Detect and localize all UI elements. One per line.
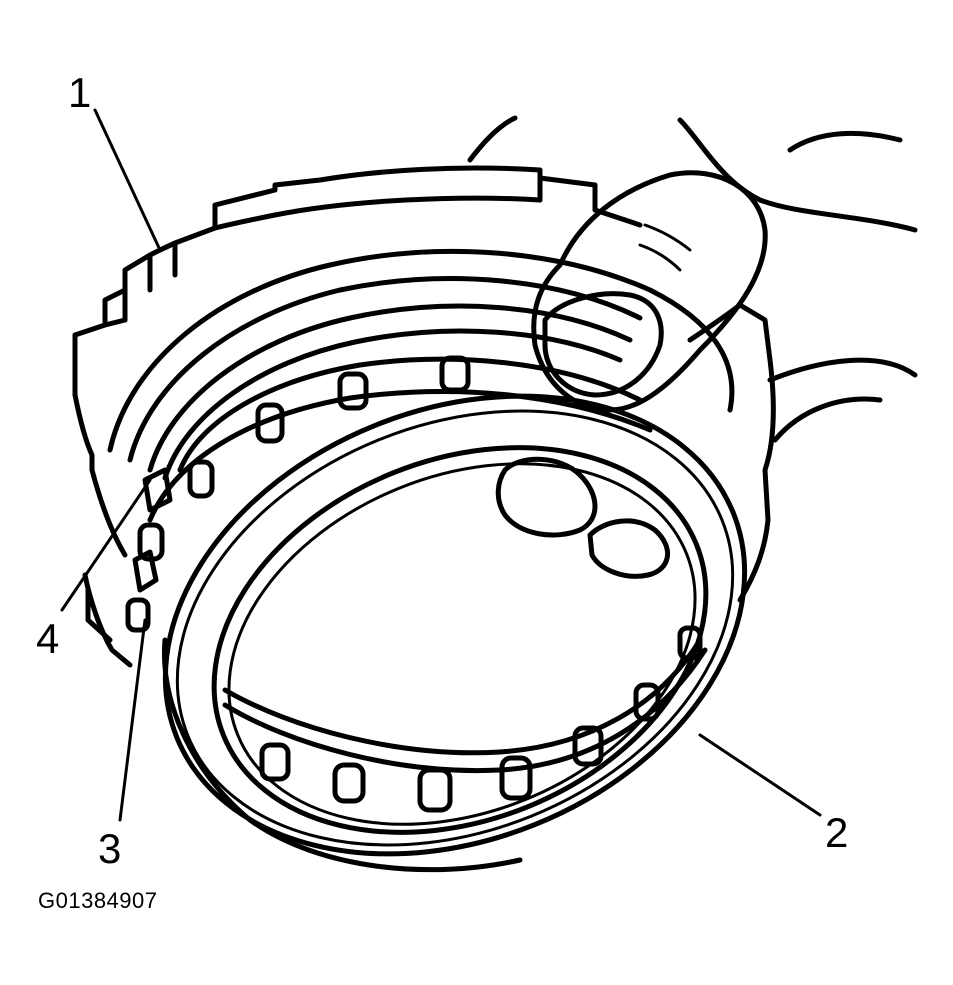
callout-3: 3: [98, 825, 122, 872]
callout-1: 1: [68, 69, 92, 116]
roller-cage: [125, 355, 708, 813]
seal-ring: [161, 393, 748, 873]
leader-lines: [60, 108, 822, 822]
figure-id: G01384907: [38, 888, 158, 913]
splined-housing: [72, 165, 776, 668]
leader-line-4: [60, 478, 152, 612]
callout-4: 4: [36, 615, 60, 662]
retainer-detail: [132, 467, 173, 593]
hand-illustration: [467, 115, 918, 579]
leader-line-1: [93, 108, 162, 252]
leader-line-3: [118, 618, 147, 822]
leader-line-2: [698, 733, 822, 817]
callout-2: 2: [825, 809, 849, 856]
